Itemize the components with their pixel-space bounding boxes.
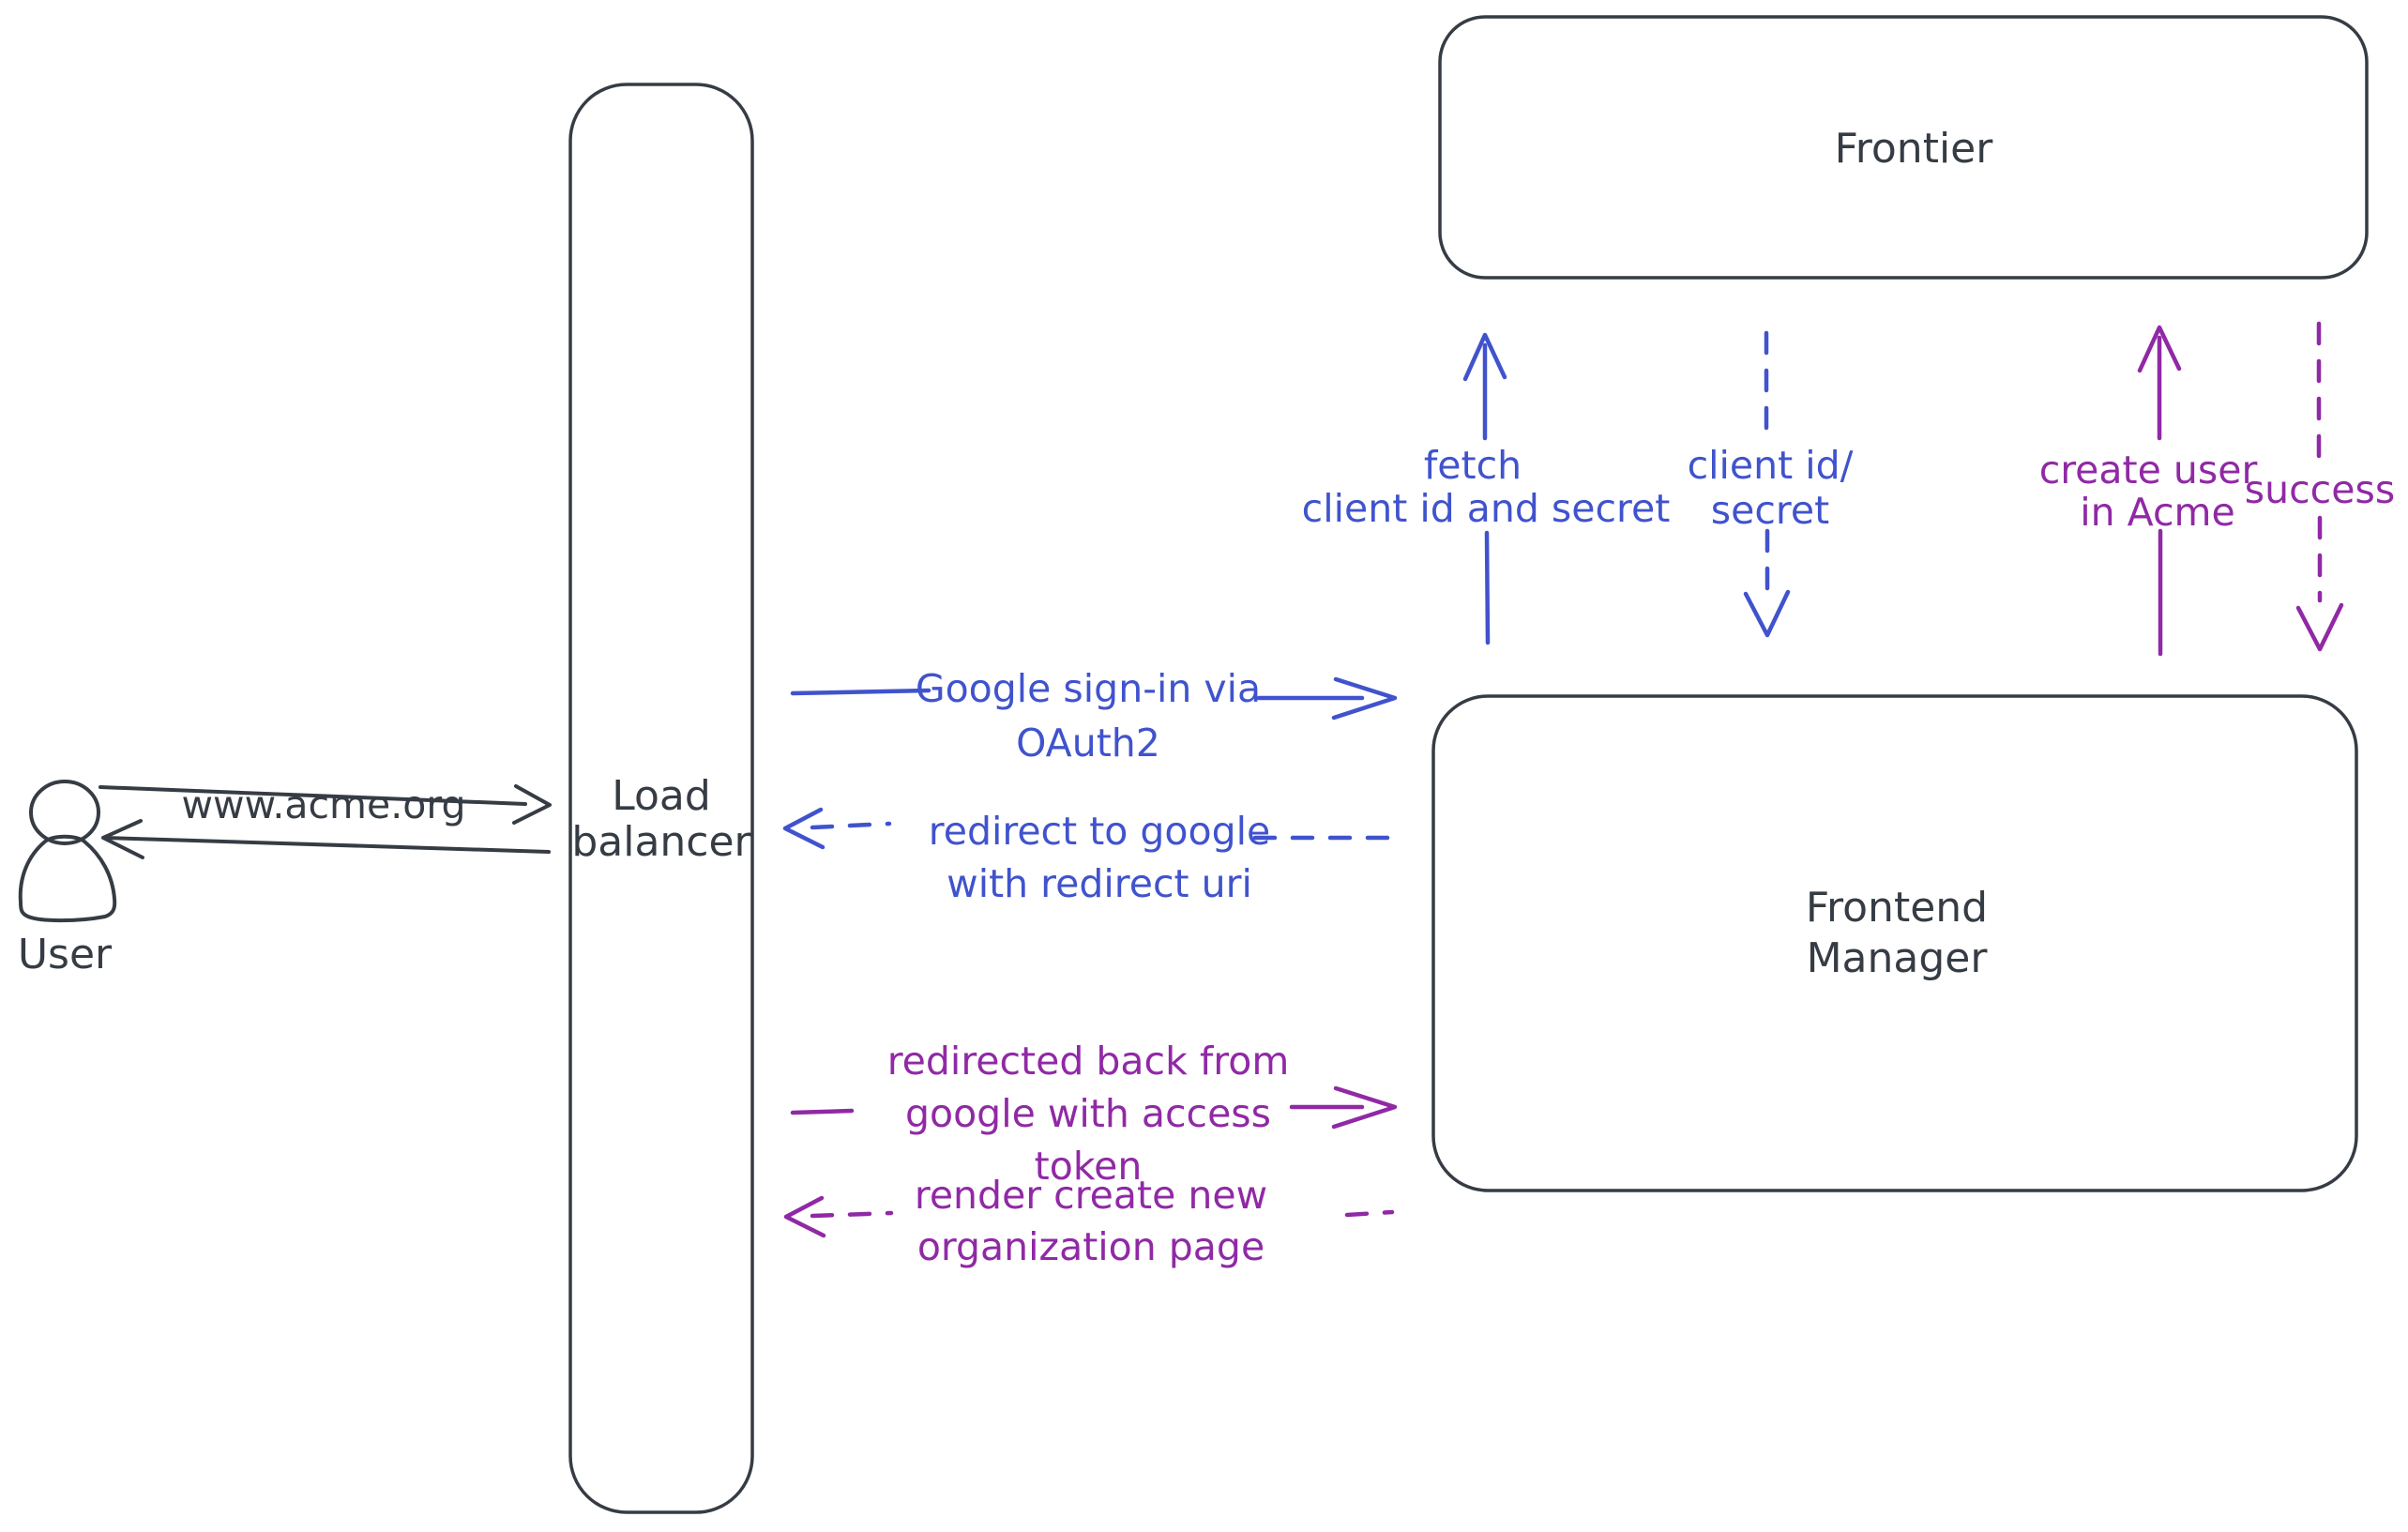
load-balancer-label-line2: balancer bbox=[571, 818, 751, 866]
edge-redirect-google-label-line1: redirect to google bbox=[929, 809, 1270, 854]
frontier-label: Frontier bbox=[1835, 125, 1994, 173]
edge-fetch-client bbox=[1462, 332, 1507, 645]
edge-fetch-client-label-line2: client id and secret bbox=[1302, 486, 1671, 531]
frontier-box bbox=[1438, 15, 2369, 280]
edge-create-user-arrowhead bbox=[2137, 325, 2182, 373]
edge-www-acme bbox=[98, 784, 552, 825]
edge-redirect-google-arrowhead bbox=[782, 807, 825, 850]
edge-google-signin-line-left bbox=[790, 688, 931, 696]
edge-render-org-label-line1: render create new bbox=[915, 1173, 1267, 1218]
user-head bbox=[29, 780, 100, 845]
node-load-balancer: Load balancer bbox=[568, 83, 754, 1514]
edge-create-user-label-line1: create user bbox=[2039, 447, 2258, 493]
edge-return-arrowhead bbox=[101, 819, 144, 859]
edge-redirect-google-label-line2: with redirect uri bbox=[947, 861, 1252, 906]
edge-create-user bbox=[2137, 325, 2182, 657]
frontend-manager-label-line1: Frontend bbox=[1806, 884, 1988, 932]
load-balancer-label-line1: Load bbox=[612, 772, 711, 820]
user-icon bbox=[18, 780, 117, 923]
edge-redirect-google-dashes-left bbox=[810, 821, 892, 830]
edge-render-org-dashes-right bbox=[1344, 1209, 1395, 1218]
node-frontend-manager: Frontend Manager bbox=[1431, 694, 2358, 1192]
edge-redirected-back-label-line1: redirected back from bbox=[887, 1039, 1290, 1084]
edge-google-signin bbox=[790, 676, 1398, 720]
edge-render-org-label-line2: organization page bbox=[917, 1224, 1265, 1269]
load-balancer-box bbox=[568, 83, 754, 1514]
edge-fetch-client-line-bottom bbox=[1484, 530, 1491, 645]
edge-fetch-client-label-line1: fetch bbox=[1424, 443, 1522, 488]
edge-www-acme-label: www.acme.org bbox=[182, 782, 466, 827]
edge-redirected-back-label-line2: google with access bbox=[905, 1091, 1271, 1136]
edge-www-acme-line bbox=[98, 785, 527, 806]
edge-client-id-secret-label-line2: secret bbox=[1711, 488, 1829, 533]
edge-fetch-client-arrowhead bbox=[1462, 332, 1507, 382]
frontend-manager-box bbox=[1431, 694, 2358, 1192]
edge-return-to-user bbox=[101, 819, 551, 859]
edge-google-signin-label-line1: Google sign-in via bbox=[916, 666, 1261, 711]
user-body bbox=[18, 834, 117, 923]
edge-render-org bbox=[783, 1195, 1395, 1238]
node-frontier: Frontier bbox=[1438, 15, 2369, 280]
edge-google-signin-label-line2: OAuth2 bbox=[1016, 720, 1160, 766]
edge-success-label: success bbox=[2245, 467, 2395, 512]
edge-success bbox=[2295, 321, 2344, 652]
edge-client-id-secret-arrowhead bbox=[1743, 589, 1791, 638]
edge-redirected-back-line-left bbox=[790, 1108, 855, 1115]
edge-return-line bbox=[103, 836, 551, 854]
edge-client-id-secret-label-line1: client id/ bbox=[1688, 443, 1854, 488]
edge-redirected-back-label-line3: token bbox=[1035, 1144, 1143, 1189]
edge-create-user-label-line2: in Acme bbox=[2080, 490, 2234, 535]
edge-render-org-arrowhead bbox=[783, 1195, 826, 1238]
edge-redirected-back bbox=[790, 1085, 1398, 1130]
edge-success-arrowhead bbox=[2295, 602, 2344, 652]
edge-redirected-back-arrowhead bbox=[1331, 1085, 1398, 1130]
edge-client-id-secret bbox=[1743, 330, 1791, 638]
user-label: User bbox=[18, 931, 113, 978]
edge-render-org-dashes-left bbox=[810, 1210, 894, 1219]
frontend-manager-label-line2: Manager bbox=[1807, 934, 1989, 982]
edge-google-signin-arrowhead bbox=[1331, 676, 1398, 720]
edge-www-acme-arrowhead bbox=[512, 784, 552, 825]
edge-redirect-google bbox=[782, 807, 1393, 850]
